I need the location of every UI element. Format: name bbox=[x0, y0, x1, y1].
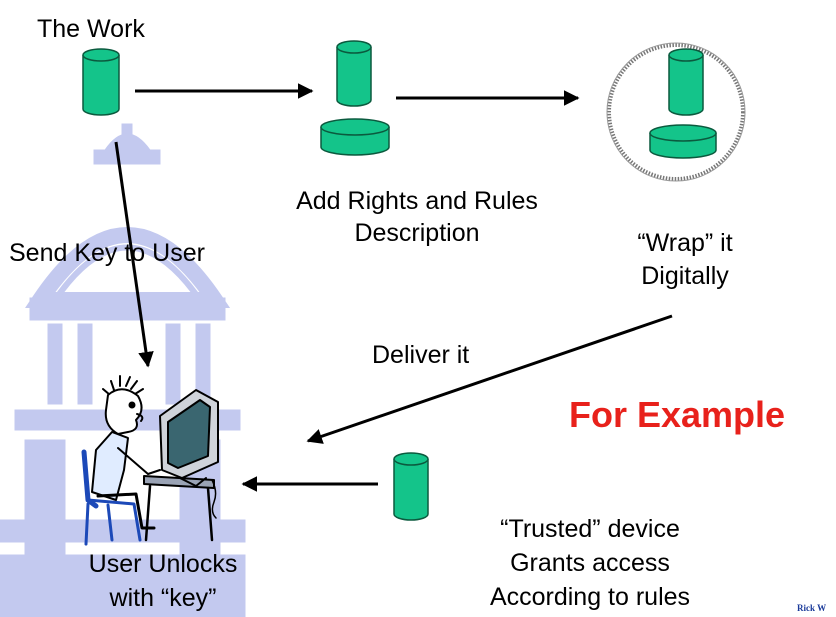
deliver-label: Deliver it bbox=[372, 341, 470, 369]
arrow-send-key bbox=[114, 141, 154, 368]
send-key-label: Send Key to User bbox=[9, 239, 205, 267]
user-at-computer-image bbox=[81, 375, 219, 546]
wrap-circle-icon bbox=[606, 42, 746, 182]
wrap-label-line1: “Wrap” it bbox=[637, 229, 733, 257]
the-work-cylinder-icon bbox=[82, 48, 120, 116]
rights-cylinder-icon bbox=[336, 40, 372, 107]
footer-author-text: Rick W bbox=[797, 603, 827, 613]
rights-disk-icon bbox=[320, 118, 390, 156]
trusted-device-cylinder-icon bbox=[393, 452, 429, 521]
user-label-line2: with “key” bbox=[109, 584, 217, 612]
add-rights-label-line1: Add Rights and Rules bbox=[296, 187, 538, 215]
the-work-label: The Work bbox=[37, 15, 145, 43]
trusted-label-line2: Grants access bbox=[510, 549, 670, 577]
arrow-deliver bbox=[306, 314, 673, 444]
wrapped-disk-icon bbox=[649, 124, 717, 159]
trusted-label-line1: “Trusted” device bbox=[500, 515, 680, 543]
wrap-label-line2: Digitally bbox=[641, 262, 729, 290]
wrapped-cylinder-icon bbox=[668, 48, 704, 116]
add-rights-label-line2: Description bbox=[354, 219, 480, 247]
for-example-heading: For Example bbox=[569, 394, 786, 435]
trusted-label-line3: According to rules bbox=[489, 583, 691, 611]
user-label-line1: User Unlocks bbox=[88, 550, 238, 578]
